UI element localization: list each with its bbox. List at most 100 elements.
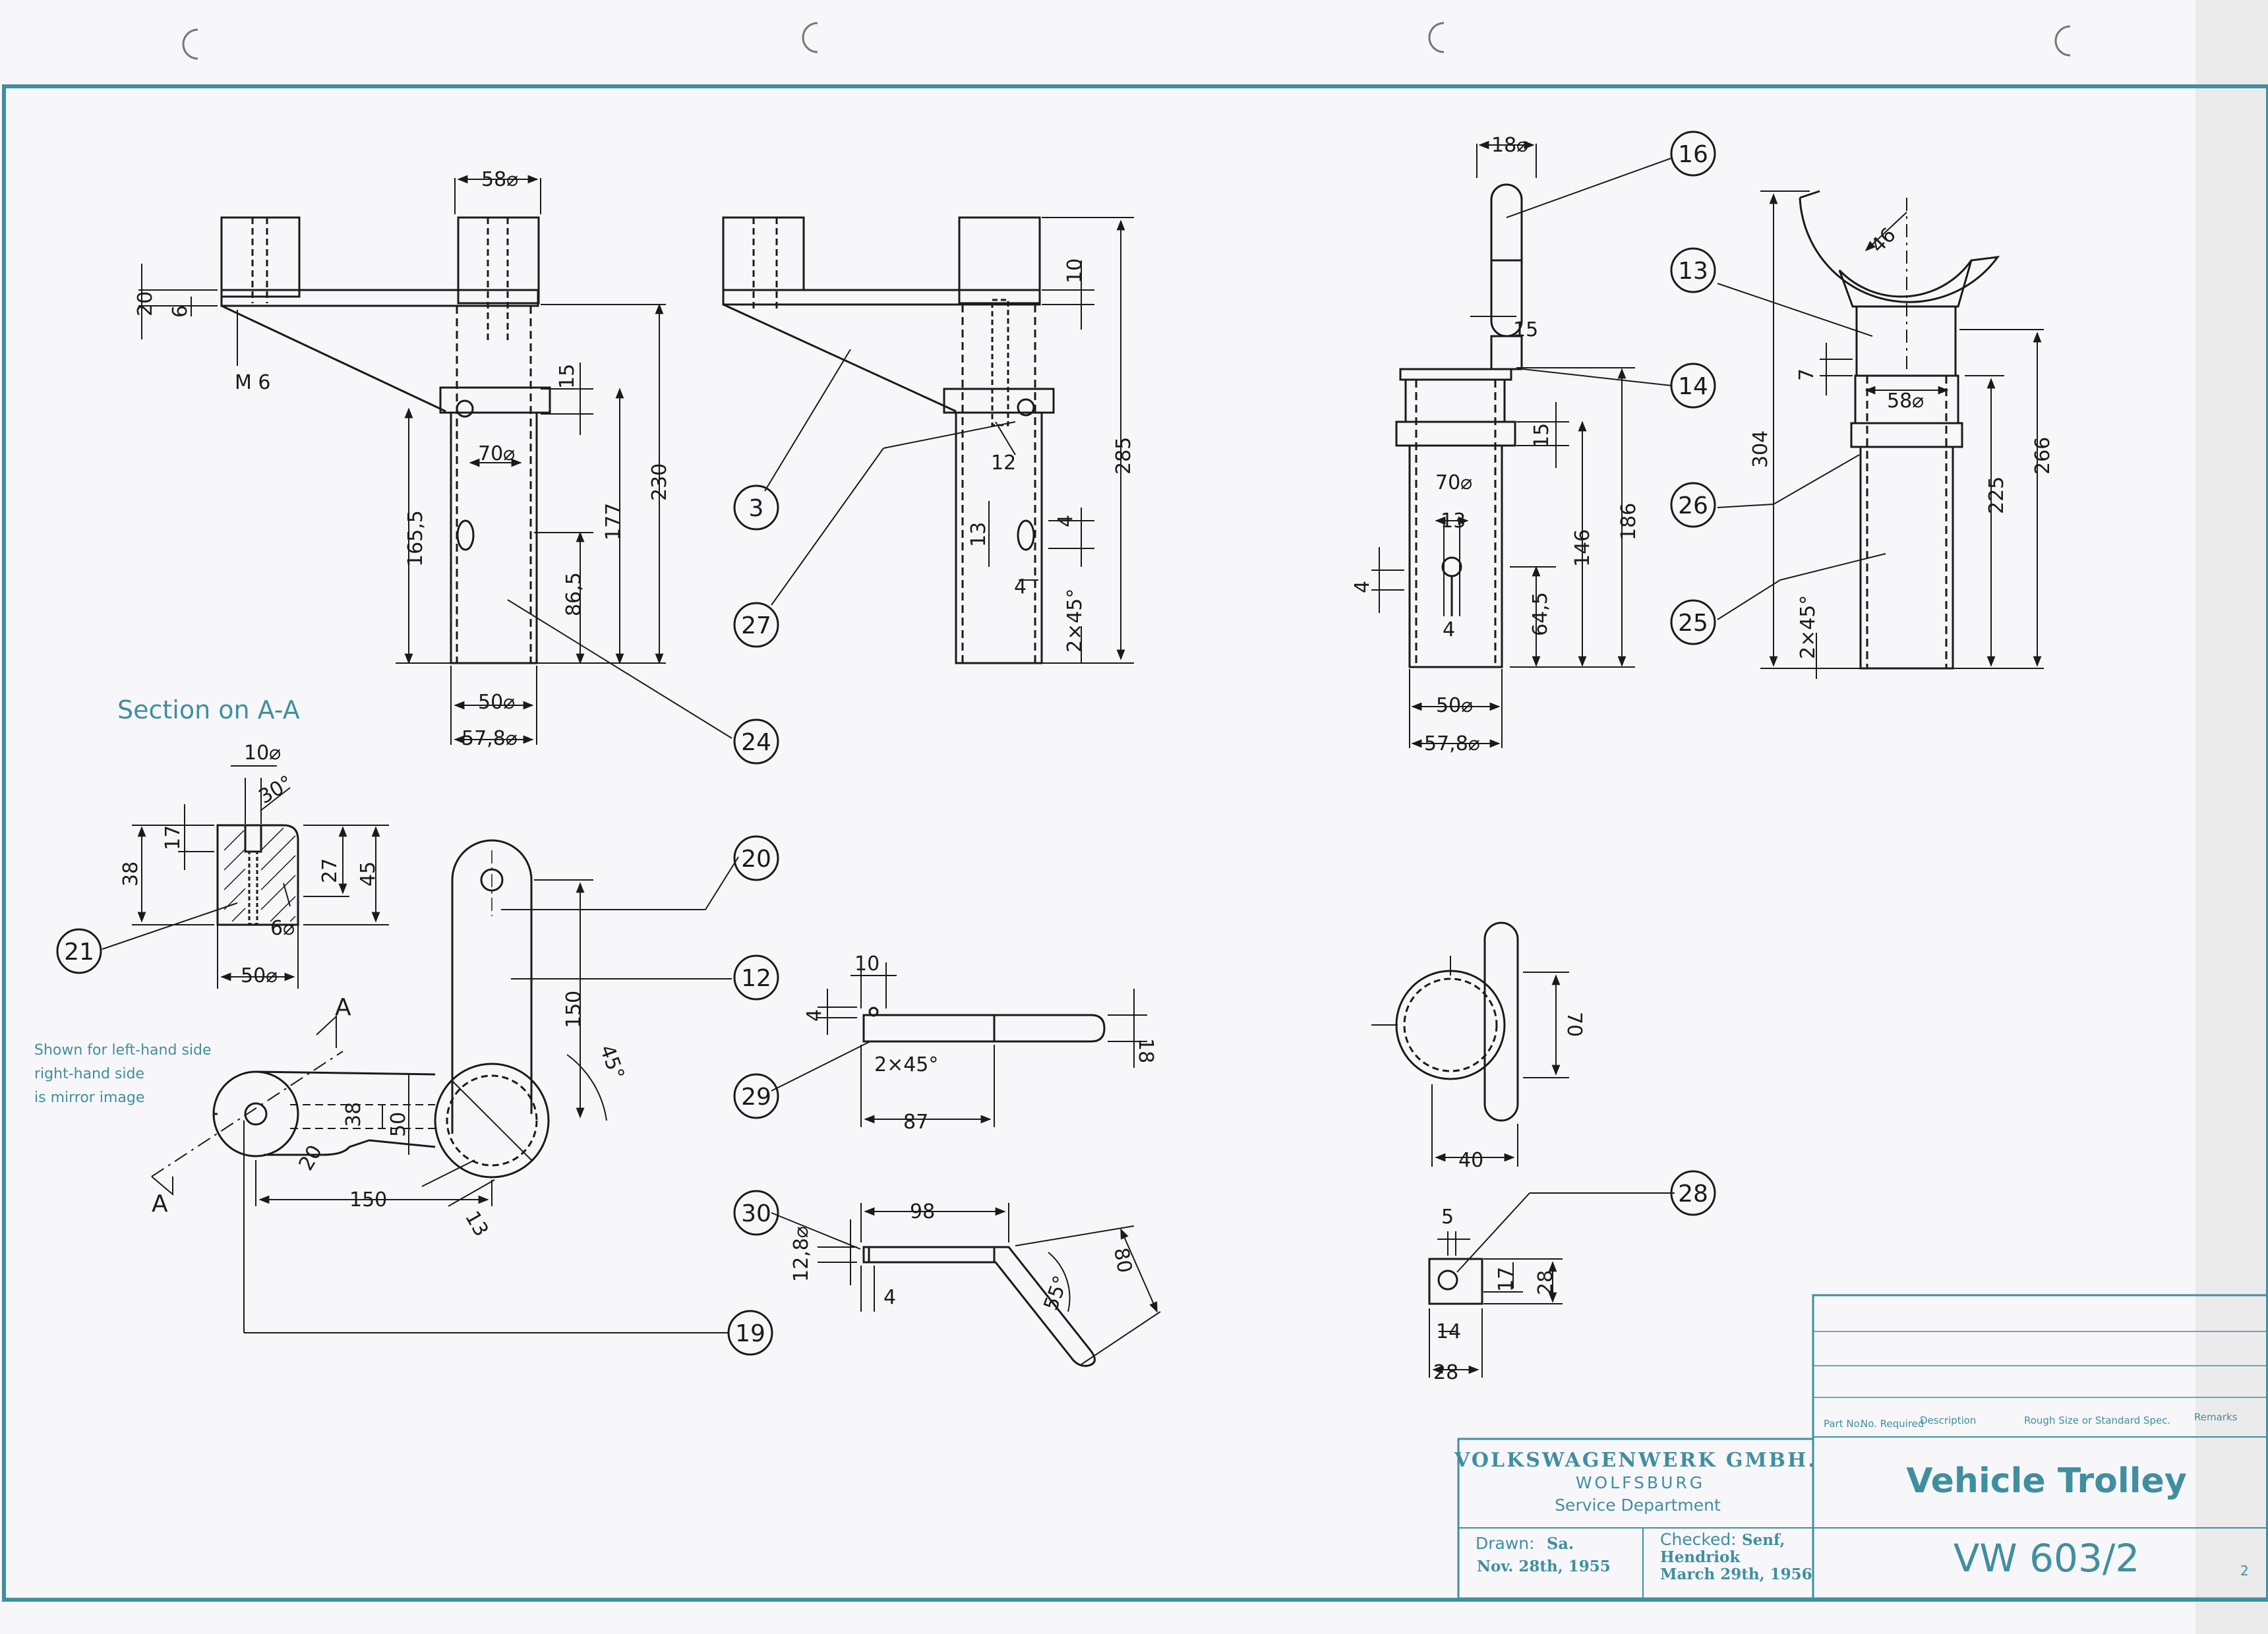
dim-text: 4: [1054, 515, 1077, 527]
part-callouts: [56, 131, 1716, 1356]
dim-text: 38: [119, 861, 142, 887]
dim-text: 15: [556, 364, 579, 389]
view-stand-front-labels: 58⌀ 20 6 M 6 15 70⌀ 165,5 177 230 86,5 5…: [134, 168, 671, 750]
dim-text: 58⌀: [1887, 390, 1924, 413]
dim-text: 2×45°: [1063, 589, 1087, 653]
dim-text: 38: [342, 1102, 365, 1127]
section-marker-a: A: [152, 1190, 168, 1217]
dim-text: 12: [991, 452, 1016, 475]
view-block-28: [1428, 1192, 1675, 1378]
checked-by-1: Senf,: [1742, 1531, 1785, 1549]
dim-text: 50⌀: [1436, 694, 1473, 717]
view-handle-post-labels: 18⌀ 15 70⌀ 13 15 4 4 64,5 146 186 50⌀ 57…: [1351, 134, 1640, 755]
dim-text: 10: [1063, 258, 1087, 283]
col-no-required: No. Required: [1861, 1418, 1924, 1430]
dim-text: 57,8⌀: [1424, 732, 1480, 755]
dim-text: 10: [854, 952, 880, 976]
dim-text: 4: [1014, 575, 1027, 598]
dim-text: 45: [357, 861, 380, 887]
view-cradle-post: [1717, 190, 2044, 679]
dim-text: 58⌀: [481, 168, 518, 191]
paper-crumpled-edge: [2195, 0, 2268, 1634]
company-name: VOLKSWAGENWERK GMBH.: [1454, 1449, 1817, 1472]
dim-text: 177: [602, 503, 625, 540]
dim-text: 80: [1109, 1246, 1136, 1275]
note-line: is mirror image: [34, 1090, 144, 1106]
callout-19: 19: [735, 1320, 765, 1347]
dim-text: 70: [1563, 1012, 1586, 1037]
dim-text: 18⌀: [1491, 134, 1528, 157]
dim-text: 13: [967, 522, 990, 547]
view-section-a-a: [102, 765, 389, 989]
dim-text: 4: [1443, 618, 1455, 641]
dim-text: 70⌀: [478, 442, 515, 465]
dim-text: 70⌀: [1435, 471, 1472, 494]
part-callout-numbers: 16 13 14 26 25 3 27 24 20 12 21 29 30 19…: [64, 141, 1708, 1347]
company-city: WOLFSBURG: [1576, 1473, 1705, 1492]
section-title: Section on A-A: [117, 695, 300, 724]
title-block: [1457, 1294, 2268, 1600]
sheet-number: 2: [2240, 1563, 2249, 1579]
dim-text: 4: [803, 1009, 826, 1022]
dim-text: 13: [1441, 510, 1466, 533]
dim-text: 57,8⌀: [462, 727, 518, 750]
callout-13: 13: [1678, 258, 1708, 285]
dim-text: 10⌀: [244, 742, 281, 765]
callout-26: 26: [1678, 492, 1708, 519]
dim-text: 4: [1351, 581, 1374, 593]
view-block-28-labels: 5 17 28 14 28: [1433, 1206, 1557, 1384]
dim-text: 165,5: [404, 510, 427, 567]
col-rough-size: Rough Size or Standard Spec.: [2024, 1415, 2170, 1426]
dim-text: 2×45°: [1797, 595, 1820, 659]
dim-text: 50⌀: [241, 964, 278, 987]
dim-text: 87: [903, 1111, 928, 1134]
drawn-date: Nov. 28th, 1955: [1477, 1558, 1611, 1575]
drawing-title: Vehicle Trolley: [1906, 1461, 2186, 1501]
dim-text: 304: [1749, 430, 1772, 468]
dim-text: 18: [1134, 1038, 1157, 1063]
dim-text: 266: [2031, 437, 2054, 475]
dim-text: 4: [883, 1286, 896, 1309]
dim-text: 285: [1112, 437, 1135, 475]
dim-text: 12,8⌀: [790, 1226, 813, 1282]
dim-text: 5: [1441, 1206, 1454, 1229]
view-pin-30-labels: 98 12,8⌀ 4 80 55°: [790, 1200, 1136, 1314]
dim-text: 146: [1571, 529, 1594, 567]
callout-30: 30: [741, 1200, 771, 1227]
dim-text: 15: [1513, 318, 1538, 341]
checked-label: Checked:: [1660, 1530, 1737, 1549]
title-block-text: Part No. No. Required Description Rough …: [1454, 1411, 2249, 1583]
punch-holes: [182, 22, 2071, 60]
callout-14: 14: [1678, 373, 1708, 400]
callout-28: 28: [1678, 1181, 1708, 1208]
dim-text: 28: [1534, 1270, 1557, 1295]
dim-text: 150: [562, 991, 585, 1028]
dim-text: 2×45°: [874, 1053, 938, 1076]
company-department: Service Department: [1555, 1496, 1721, 1515]
dim-text: 86,5: [562, 572, 585, 616]
note-line: right-hand side: [34, 1066, 144, 1082]
view-stand-side-labels: 10 12 285 13 4 4 2×45°: [967, 258, 1135, 653]
view-pin-29-labels: 10 4 2×45° 18 87: [803, 952, 1157, 1134]
dim-text: 6: [169, 305, 192, 318]
dim-text: 150: [349, 1188, 387, 1211]
view-ring-labels: 70 40: [1458, 1012, 1586, 1172]
callout-20: 20: [741, 846, 771, 873]
dim-text: 50⌀: [478, 691, 515, 714]
dim-text: 186: [1617, 503, 1640, 540]
dim-text: 27: [318, 858, 342, 883]
dim-text: 40: [1458, 1149, 1483, 1172]
view-handle-post: [1371, 140, 1672, 748]
callout-16: 16: [1678, 141, 1708, 168]
dim-text: 28: [1433, 1361, 1458, 1384]
dim-text: 20: [134, 291, 157, 316]
callout-21: 21: [64, 939, 94, 966]
dim-text: M 6: [235, 371, 271, 394]
checked-by-2: Hendriok: [1660, 1548, 1741, 1566]
dim-text: 14: [1436, 1320, 1461, 1343]
dim-text: 17: [1495, 1267, 1518, 1292]
callout-27: 27: [741, 612, 771, 639]
callout-3: 3: [749, 495, 764, 522]
